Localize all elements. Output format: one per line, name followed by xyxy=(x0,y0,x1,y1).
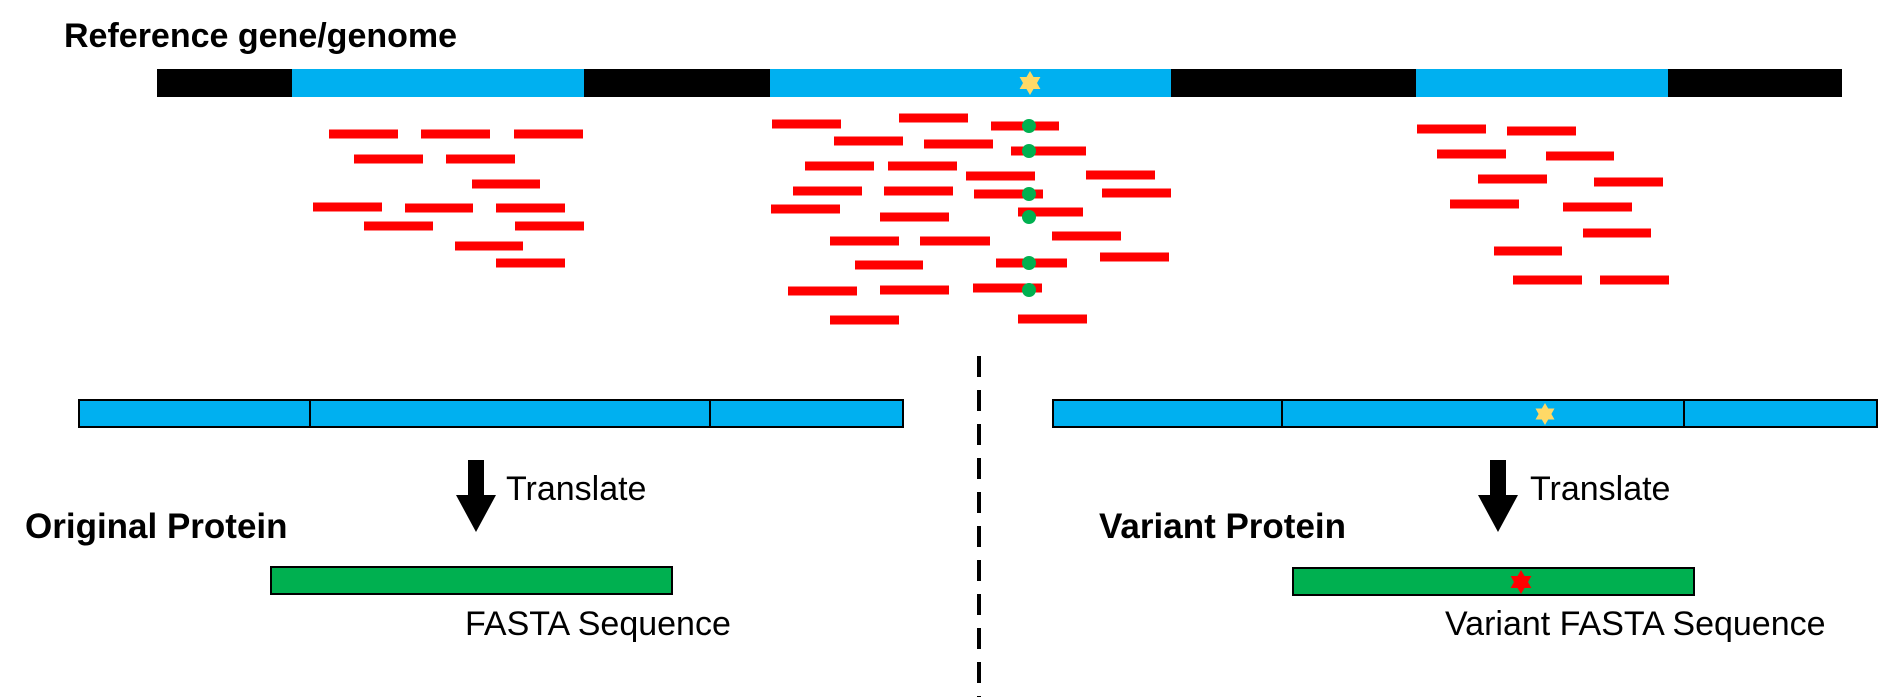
transcript-exon-3 xyxy=(1683,399,1878,428)
exon-3 xyxy=(1416,69,1668,97)
transcript-exon-1 xyxy=(78,399,311,428)
variant-fasta-sequence-label: Variant FASTA Sequence xyxy=(1445,605,1826,643)
dot-icon xyxy=(1022,144,1036,158)
down-arrow-icon xyxy=(456,460,496,532)
page-title: Reference gene/genome xyxy=(64,17,458,55)
star-icon xyxy=(1535,403,1555,425)
exon-1 xyxy=(292,69,584,97)
dot-icon xyxy=(1022,119,1036,133)
down-arrow-icon xyxy=(1478,460,1518,532)
transcript-exon-3 xyxy=(709,399,904,428)
variant-protein-bar xyxy=(1292,567,1695,596)
transcript-exon-1 xyxy=(1052,399,1283,428)
star-icon xyxy=(1510,570,1532,594)
variant-markers xyxy=(1022,119,1036,297)
original-protein-bar xyxy=(270,566,673,595)
original-transcript xyxy=(78,399,904,428)
translate-label-left: Translate xyxy=(506,470,647,508)
dot-icon xyxy=(1022,256,1036,270)
variant-transcript xyxy=(1052,399,1878,428)
dot-icon xyxy=(1022,210,1036,224)
transcript-exon-2 xyxy=(309,399,711,428)
exon-2 xyxy=(770,69,1171,97)
fasta-sequence-label: FASTA Sequence xyxy=(465,605,731,643)
dot-icon xyxy=(1022,187,1036,201)
original-protein-label: Original Protein xyxy=(25,507,288,546)
reference-genome-bar xyxy=(157,69,1842,97)
dot-icon xyxy=(1022,283,1036,297)
star-icon xyxy=(1019,71,1041,95)
transcript-exon-2 xyxy=(1281,399,1685,428)
variant-protein-label: Variant Protein xyxy=(1099,507,1347,546)
sequencing-reads xyxy=(313,113,1669,325)
translate-label-right: Translate xyxy=(1530,470,1671,508)
